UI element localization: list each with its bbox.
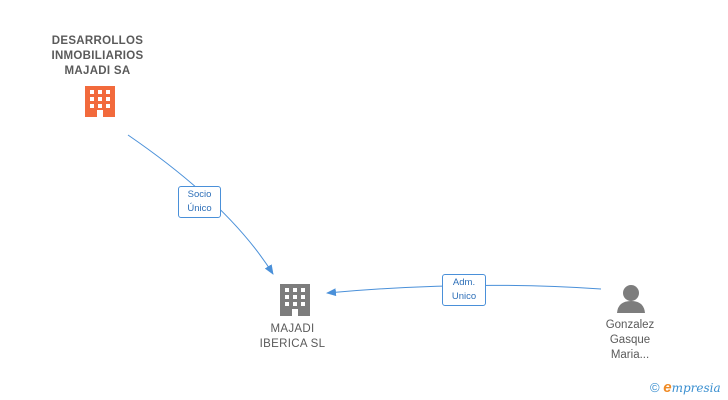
- edge-label-adm-unico[interactable]: Adm. Unico: [442, 274, 486, 306]
- empresia-logo: © empresia: [650, 379, 721, 396]
- person-icon[interactable]: [617, 285, 645, 313]
- building-icon[interactable]: [280, 284, 310, 316]
- node-label-subject[interactable]: MAJADI IBERICA SL: [259, 323, 326, 350]
- edge-label-socio-unico[interactable]: Socio Único: [178, 186, 221, 218]
- node-label-person[interactable]: Gonzalez Gasque Maria...: [605, 319, 655, 361]
- building-icon[interactable]: [85, 86, 115, 117]
- node-label-parent[interactable]: DESARROLLOS INMOBILIARIOS MAJADI SA: [51, 35, 144, 77]
